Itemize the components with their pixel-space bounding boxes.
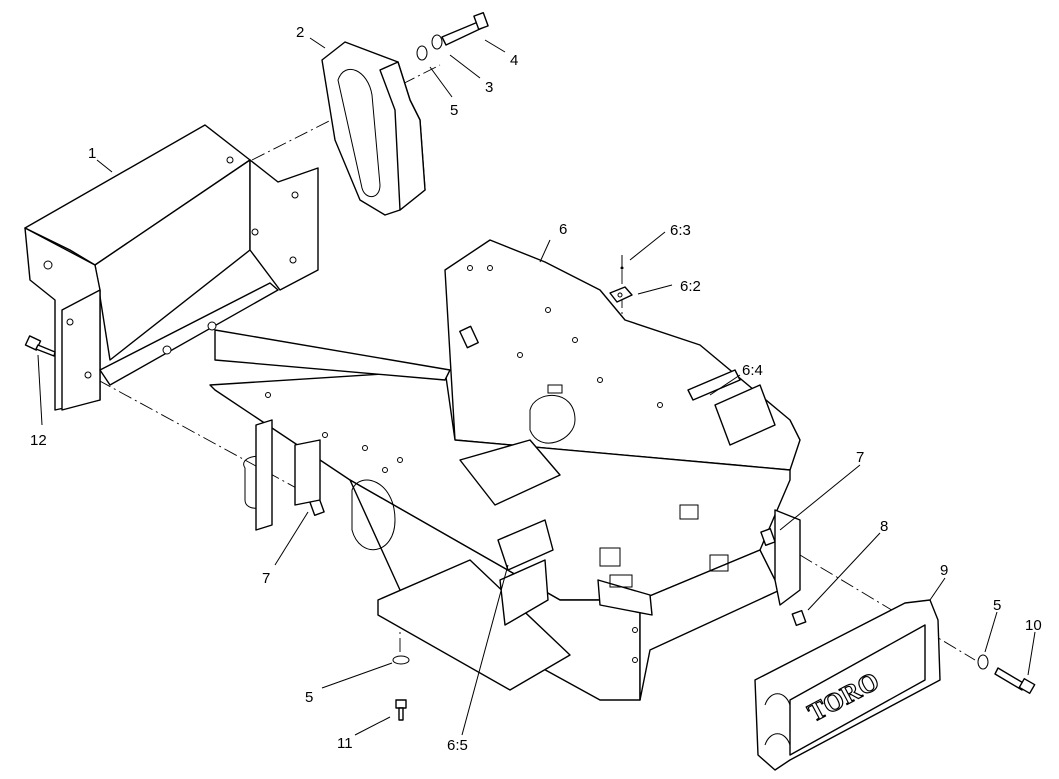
callout-6-2: 6:2	[680, 278, 701, 295]
callout-11: 11	[337, 735, 353, 752]
callout-9: 9	[940, 562, 948, 579]
callout-6-4: 6:4	[742, 362, 763, 379]
part-1-bracket	[24, 124, 319, 411]
callout-3: 3	[485, 79, 493, 96]
callout-5-top: 5	[450, 102, 458, 119]
part-2-weight	[321, 41, 426, 216]
leader-lines	[37, 37, 1036, 736]
callout-5-right: 5	[993, 597, 1001, 614]
part-6-frame	[209, 239, 801, 701]
callout-labels: 1 2 3 4 5 6 6:3 6:2 6:4 7 8 9 5 10 7 5 1…	[30, 24, 1042, 754]
callout-2: 2	[296, 24, 304, 41]
callout-6-5: 6:5	[447, 737, 468, 754]
callout-12: 12	[30, 432, 47, 449]
hardware-bottom	[392, 655, 410, 721]
callout-4: 4	[510, 52, 518, 69]
callout-7-right: 7	[856, 449, 864, 466]
part-7-nuts	[243, 419, 776, 546]
hardware-12-bolt	[24, 335, 56, 357]
callout-6-3: 6:3	[670, 222, 691, 239]
part-8-nut	[774, 509, 807, 627]
callout-1: 1	[88, 145, 96, 162]
callout-8: 8	[880, 518, 888, 535]
callout-10: 10	[1025, 617, 1042, 634]
callout-7-left: 7	[262, 570, 270, 587]
callout-5-bottom: 5	[305, 689, 313, 706]
hardware-right	[977, 654, 1036, 695]
hardware-top	[416, 12, 489, 61]
part-9-plate: TORO	[754, 599, 941, 771]
part-6-2-6-3-clip	[609, 255, 633, 303]
callout-6: 6	[559, 221, 567, 238]
